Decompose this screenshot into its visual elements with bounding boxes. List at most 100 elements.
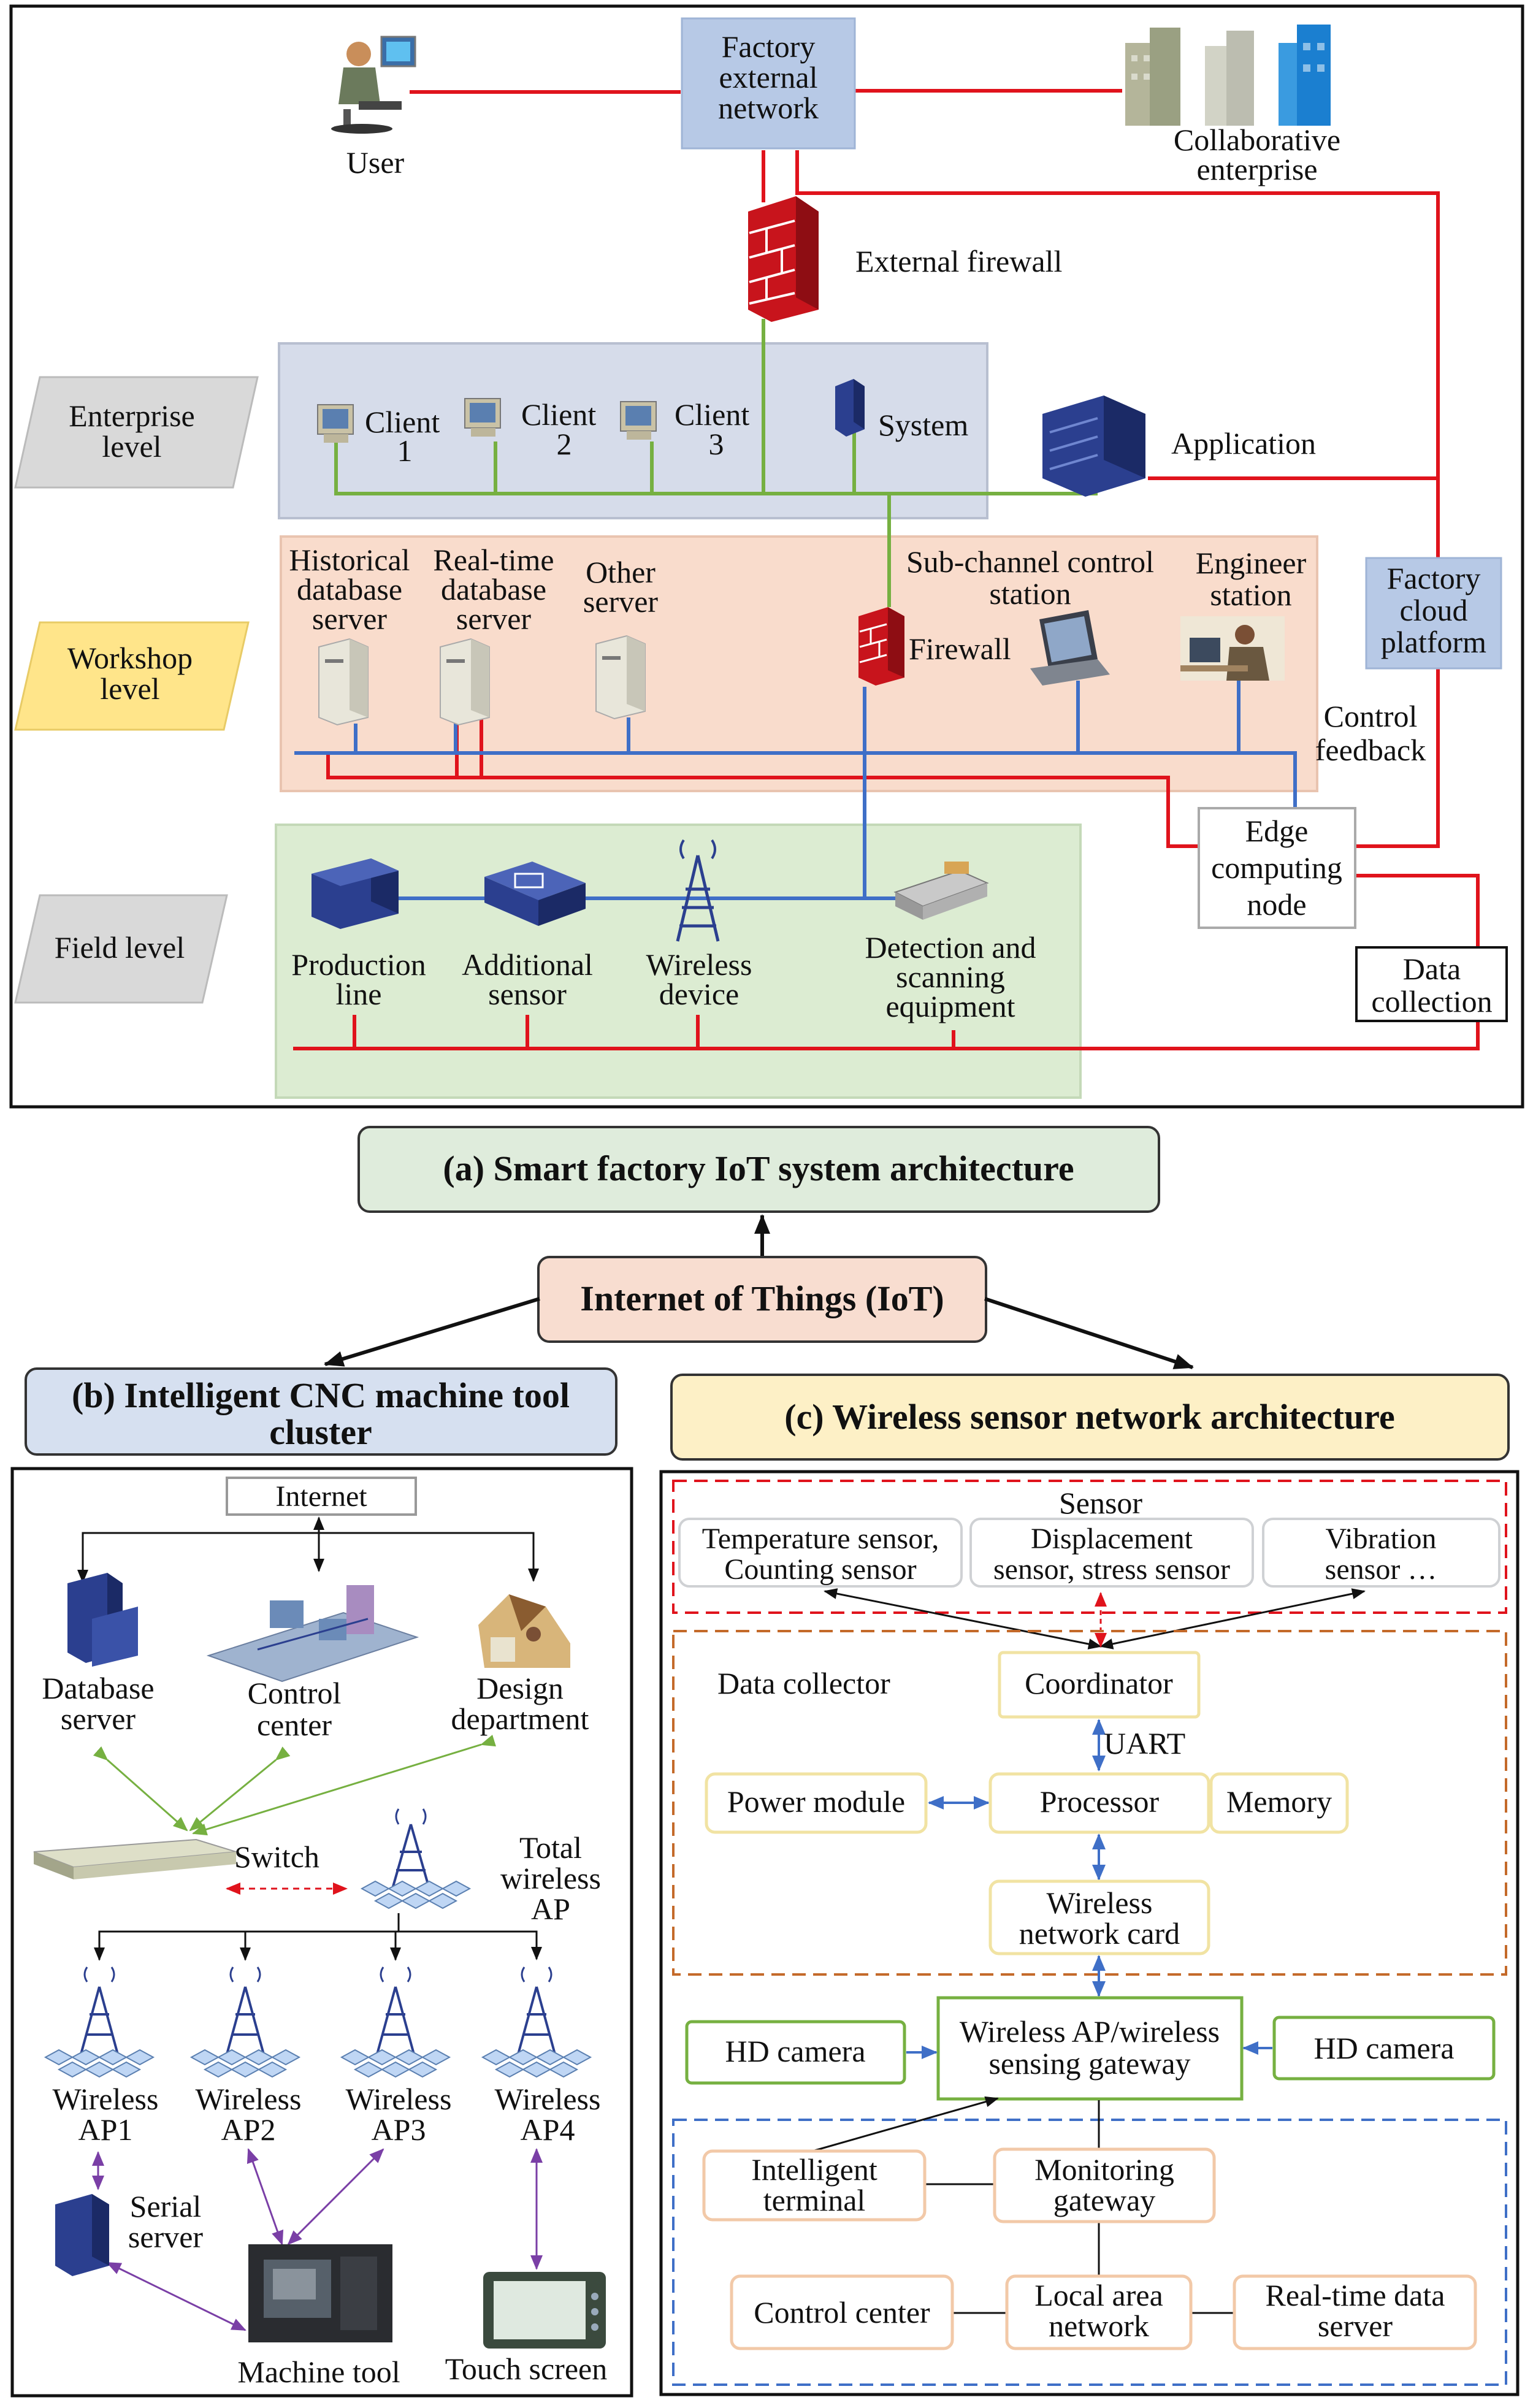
system-server-icon <box>835 379 865 437</box>
serial-server-icon <box>55 2194 109 2276</box>
internet-box: Internet <box>226 1477 417 1516</box>
wireless-ap4-icon <box>481 1967 592 2078</box>
gateway-box: Wireless AP/wireless sensing gateway <box>936 1996 1244 2101</box>
additional-sensor-label-1: Additional <box>462 947 593 982</box>
svg-text:Edge: Edge <box>1245 814 1309 848</box>
temp-sensor-box: Temperature sensor, Counting sensor <box>678 1518 963 1588</box>
coordinator-box: Coordinator <box>998 1651 1201 1719</box>
serial-server-label-2: server <box>128 2220 203 2254</box>
buildings-icon <box>1125 25 1331 126</box>
historical-label-2: database <box>297 572 402 606</box>
svg-text:terminal: terminal <box>763 2183 866 2217</box>
client1-label-2: 1 <box>397 434 413 468</box>
firewall-icon <box>858 607 904 686</box>
ap-purple-links <box>92 2148 543 2331</box>
svg-text:network card: network card <box>1019 1916 1180 1951</box>
database-server-label-2: server <box>61 1702 136 1736</box>
production-line-icon <box>312 858 399 929</box>
switch-icon <box>33 1838 237 1879</box>
wireless-ap3-icon <box>340 1967 451 2078</box>
svg-text:(c) Wireless sensor network ar: (c) Wireless sensor network architecture <box>784 1397 1395 1437</box>
svg-text:Local area: Local area <box>1034 2278 1163 2312</box>
other-server-icon <box>595 635 646 720</box>
ap2-label-1: Wireless <box>196 2082 302 2116</box>
total-wireless-ap-label-1: Total <box>519 1830 582 1865</box>
client3-label-2: 3 <box>709 427 724 461</box>
design-department-icon <box>478 1594 570 1668</box>
panel-a-blue-links <box>294 681 1297 900</box>
switch-green-links <box>93 1734 496 1836</box>
factory-external-network: Factory external network <box>681 17 856 150</box>
displacement-sensor-box: Displacement sensor, stress sensor <box>969 1518 1254 1588</box>
edge-computing-node: Edge computing node <box>1198 807 1356 929</box>
historical-label-1: Historical <box>289 543 410 577</box>
svg-text:sensor …: sensor … <box>1325 1553 1437 1586</box>
svg-text:network: network <box>1049 2309 1149 2343</box>
panel-a-red-links <box>293 89 1480 1050</box>
application-server-icon <box>1042 396 1145 497</box>
svg-text:Counting sensor: Counting sensor <box>724 1553 916 1586</box>
svg-text:(a) Smart factory IoT system a: (a) Smart factory IoT system architectur… <box>443 1149 1074 1188</box>
sensor-label: Sensor <box>1059 1486 1142 1520</box>
touch-screen-label: Touch screen <box>445 2352 607 2386</box>
engineer-label-1: Engineer <box>1196 546 1307 580</box>
vibration-sensor-box: Vibration sensor … <box>1262 1518 1501 1588</box>
svg-text:(b) Intelligent CNC machine to: (b) Intelligent CNC machine tool <box>72 1375 570 1415</box>
title-a-box: (a) Smart factory IoT system architectur… <box>357 1126 1160 1213</box>
panel-c-frame <box>659 1470 1520 2396</box>
intelligent-terminal-box: Intelligent terminal <box>702 2149 927 2222</box>
svg-text:gateway: gateway <box>1053 2183 1156 2217</box>
design-department-label-1: Design <box>476 1671 564 1705</box>
client3-label-1: Client <box>675 397 749 432</box>
wireless-tower-icon <box>676 839 720 942</box>
svg-text:platform: platform <box>1381 625 1486 659</box>
svg-text:server: server <box>1318 2309 1393 2343</box>
scanner-icon <box>893 862 989 920</box>
control-center-label-2: center <box>257 1708 332 1742</box>
memory-box: Memory <box>1209 1772 1349 1834</box>
collaborative-enterprise-label-1: Collaborative <box>1174 123 1340 157</box>
svg-text:Vibration: Vibration <box>1325 1523 1436 1555</box>
data-collector-label: Data collector <box>717 1666 890 1700</box>
iot-box: Internet of Things (IoT) <box>537 1256 987 1343</box>
svg-text:cloud: cloud <box>1399 593 1467 627</box>
svg-text:collection: collection <box>1371 984 1492 1019</box>
client1-label-1: Client <box>365 405 440 439</box>
svg-text:Power module: Power module <box>727 1784 905 1819</box>
serial-server-label-1: Serial <box>130 2189 202 2223</box>
svg-text:cluster: cluster <box>269 1412 372 1452</box>
svg-text:Wireless AP/wireless: Wireless AP/wireless <box>960 2014 1220 2049</box>
additional-sensor-label-2: sensor <box>488 977 567 1011</box>
control-center-label-1: Control <box>248 1676 342 1710</box>
subchannel-label-1: Sub-channel control <box>906 545 1154 579</box>
hd-camera-left-box: HD camera <box>685 2020 906 2085</box>
realtime-label-1: Real-time <box>433 543 554 577</box>
additional-sensor-icon <box>484 862 586 926</box>
engineer-label-2: station <box>1210 578 1291 612</box>
total-wireless-ap-label-3: AP <box>531 1892 570 1926</box>
other-server-label-2: server <box>583 584 658 619</box>
control-feedback-label-1: Control <box>1324 699 1418 733</box>
detection-label-1: Detection and <box>865 930 1036 965</box>
historical-label-3: server <box>312 602 387 636</box>
firewall-label: Firewall <box>909 632 1011 666</box>
wireless-ap-icons <box>44 1967 592 2078</box>
svg-text:Internet: Internet <box>275 1480 367 1513</box>
svg-text:HD camera: HD camera <box>1313 2031 1454 2065</box>
sensor-to-coordinator-links <box>824 1588 1366 1649</box>
enterprise-level-tag: Enterprise level <box>14 376 259 489</box>
ap3-label-2: AP3 <box>372 2112 426 2147</box>
machine-tool-label: Machine tool <box>237 2355 400 2389</box>
ap1-label-1: Wireless <box>53 2082 159 2116</box>
switch-label: Switch <box>234 1840 319 1874</box>
user-icon <box>331 36 416 134</box>
laptop-icon <box>1030 610 1110 686</box>
design-department-label-2: department <box>451 1702 589 1736</box>
enterprise-zone <box>278 342 988 519</box>
svg-text:Data: Data <box>1403 952 1461 986</box>
ap1-label-2: AP1 <box>78 2112 133 2147</box>
total-wireless-ap-icon <box>360 1808 472 1909</box>
application-label: Application <box>1171 426 1316 461</box>
subchannel-label-2: station <box>989 576 1071 611</box>
